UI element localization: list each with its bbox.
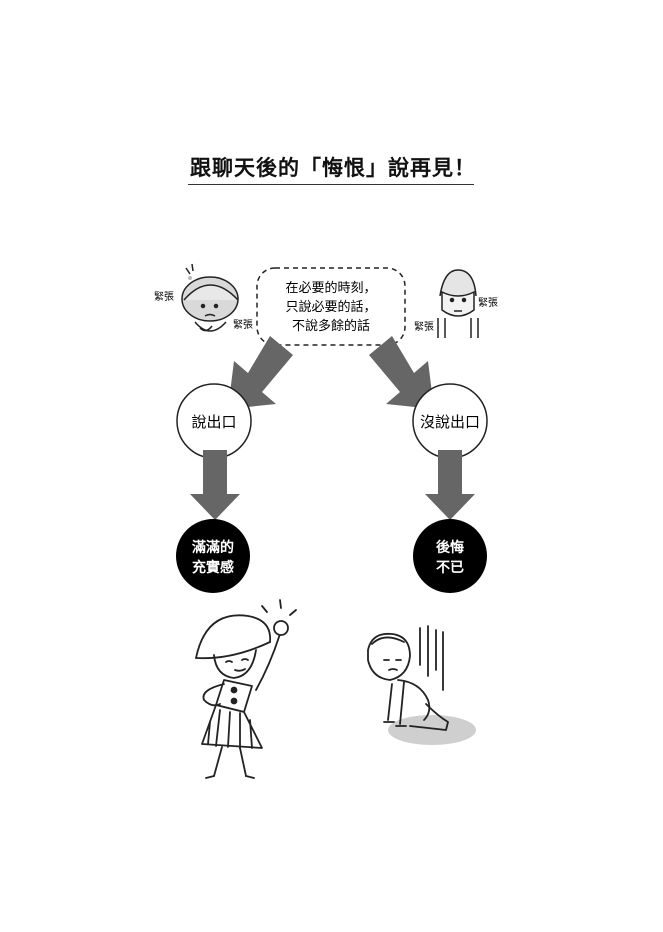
nervous-mark: 緊張 <box>154 291 174 303</box>
result-label-fulfilled: 充實感 <box>192 559 234 576</box>
result-label-regret: 後悔 <box>436 539 464 556</box>
choice-label-spoke: 說出口 <box>191 413 236 431</box>
nervous-mark: 緊張 <box>414 321 434 333</box>
result-node-regret <box>413 519 487 593</box>
nervous-man-illustration <box>437 269 479 338</box>
title-underline <box>188 184 474 185</box>
arrow-down-to-result-right <box>425 450 475 520</box>
page-title: 跟聊天後的「悔恨」說再見！ <box>190 156 476 180</box>
confident-woman-illustration <box>195 599 297 779</box>
result-label-regret: 不已 <box>436 560 464 576</box>
nervous-woman-illustration <box>181 263 239 332</box>
arrow-down-to-result-left <box>190 450 240 520</box>
bubble-line: 在必要的時刻， <box>285 280 376 296</box>
nervous-mark: 緊張 <box>233 319 253 331</box>
result-label-fulfilled: 滿滿的 <box>191 539 234 556</box>
regretful-man-illustration <box>367 625 476 745</box>
bubble-line: 不說多餘的話 <box>292 318 370 334</box>
nervous-mark: 緊張 <box>478 297 498 309</box>
bubble-line: 只說必要的話， <box>285 299 376 315</box>
choice-label-silent: 沒說出口 <box>420 413 480 431</box>
result-node-fulfilled <box>176 519 250 593</box>
arrow-down-left <box>228 336 293 409</box>
speech-bubble <box>256 267 406 346</box>
arrow-down-right <box>369 336 434 409</box>
